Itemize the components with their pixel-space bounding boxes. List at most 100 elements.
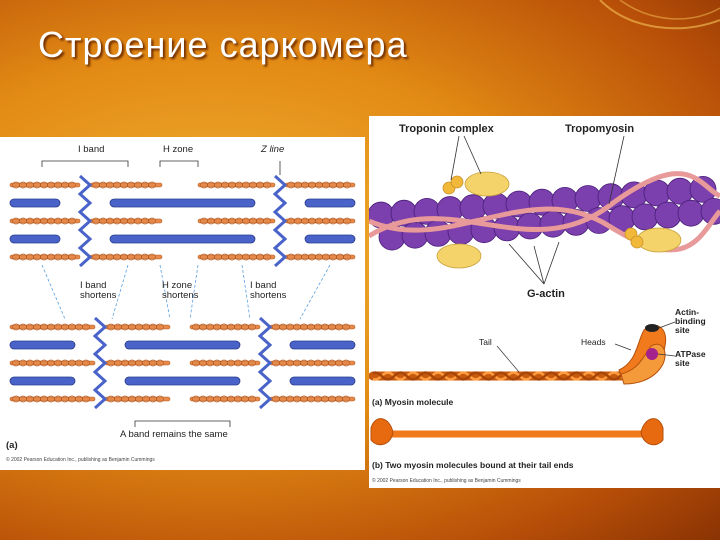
decorative-swirl (599, 0, 720, 30)
copyright-sarcomere: © 2002 Pearson Education Inc., publishin… (6, 457, 155, 463)
relaxed-thin-mid-left (89, 218, 163, 224)
contracted-thin-left-bead (82, 323, 90, 331)
g-actin-bead (401, 221, 429, 249)
label-i-band: I band (78, 144, 105, 155)
contracted-thick-right (289, 376, 356, 386)
guide-dashed-line (299, 264, 331, 320)
relaxed-thin-mid-right-bead (263, 217, 271, 225)
contracted-thin-left (9, 396, 96, 402)
contracted-thick-mid (124, 340, 241, 350)
atpase-site-marker (646, 348, 658, 360)
g-actin-bead (677, 199, 705, 227)
relaxed-thin-right-bead (343, 253, 351, 261)
leader-tail (496, 345, 520, 373)
thin-filament-panel: Troponin complex Tropomyosin G-actin (369, 116, 720, 306)
contracted-thin-mid-left-bead (156, 323, 164, 331)
g-actin-bead (631, 203, 659, 231)
contracted-thin-mid-right (189, 396, 261, 402)
label-z-line: Z line (261, 144, 285, 155)
contracted-thin-left (9, 324, 96, 330)
label-troponin-complex: Troponin complex (399, 123, 494, 135)
g-actin-bead (689, 175, 717, 203)
troponin-subunit (630, 235, 644, 249)
relaxed-thin-mid-right-bead (263, 253, 271, 261)
leader-atpase (657, 353, 676, 357)
caption-myosin-molecule: (a) Myosin molecule (372, 397, 454, 407)
g-actin-bead (424, 219, 452, 247)
g-actin-bead (539, 210, 567, 238)
relaxed-thin-left (9, 218, 81, 224)
contracted-thin-mid-right (189, 324, 261, 330)
contracted-thick-left (9, 340, 76, 350)
bracket-a-band (134, 420, 231, 427)
relaxed-thin-right (284, 218, 356, 224)
leader-actin-binding (658, 321, 676, 329)
g-actin-bead (654, 201, 682, 229)
relaxed-thin-left (9, 182, 81, 188)
contracted-thin-left-bead (82, 395, 90, 403)
leader-heads (614, 343, 632, 351)
relaxed-thin-left-bead (68, 217, 76, 225)
label-heads: Heads (581, 337, 606, 347)
relaxed-thick-mid (109, 234, 256, 244)
g-actin-bead (516, 212, 544, 240)
actin-binding-site-marker (645, 324, 659, 332)
slide-title: Строение саркомера (38, 24, 408, 65)
copyright-myosin: © 2002 Pearson Education Inc., publishin… (372, 478, 521, 484)
contracted-thick-right (289, 340, 356, 350)
leader-line-g-actin (533, 245, 545, 285)
troponin-complex (464, 171, 510, 197)
relaxed-thin-mid-right-bead (263, 181, 271, 189)
troponin-subunit (450, 175, 464, 189)
label-tropomyosin: Tropomyosin (565, 123, 635, 135)
contracted-thin-mid-left-bead (156, 395, 164, 403)
caption-two-myosin-molecules: (b) Two myosin molecules bound at their … (372, 460, 574, 470)
sarcomere-diagram (9, 160, 356, 427)
relaxed-thin-left (9, 254, 81, 260)
contracted-thick-left (9, 376, 76, 386)
contracted-thin-right-bead (342, 359, 350, 367)
relaxed-thin-mid-left-bead (148, 181, 156, 189)
myosin-pair-head-left (370, 418, 394, 446)
relaxed-z-line-left (77, 174, 93, 268)
relaxed-z-line-right (272, 174, 288, 268)
tropomyosin-strand (369, 206, 720, 253)
relaxed-thin-mid-left (89, 254, 163, 260)
contracted-thin-mid-right-bead (248, 359, 256, 367)
myosin-diagram (369, 321, 676, 446)
relaxed-thin-right (284, 254, 356, 260)
guide-dashed-line (189, 264, 199, 320)
contracted-thick-mid (124, 376, 241, 386)
leader-line-g-actin (508, 243, 545, 285)
contracted-thin-left-bead (82, 359, 90, 367)
relaxed-thick-left (9, 198, 61, 208)
relaxed-thick-right (304, 198, 356, 208)
relaxed-thick-mid (109, 198, 256, 208)
contracted-thin-mid-left-bead (156, 359, 164, 367)
relaxed-thin-left-bead (68, 253, 76, 261)
relaxed-thin-right-bead (343, 217, 351, 225)
contracted-thin-left (9, 360, 96, 366)
relaxed-thin-right (284, 182, 356, 188)
myosin-tail-strand (372, 371, 624, 381)
relaxed-thin-mid-left-bead (148, 217, 156, 225)
thin-filament-diagram (369, 135, 720, 285)
guide-dashed-line (111, 264, 129, 320)
myosin-tail-strand (372, 371, 624, 381)
bracket-h-zone (159, 160, 199, 167)
contracted-thin-right-bead (342, 395, 350, 403)
contracted-z-line-left (92, 316, 108, 410)
bracket-i-band (41, 160, 129, 167)
relaxed-thin-mid-left (89, 182, 163, 188)
contracted-thin-mid-right-bead (248, 323, 256, 331)
leader-line (463, 135, 482, 175)
relaxed-thin-right-bead (343, 181, 351, 189)
leader-line (450, 135, 460, 181)
relaxed-thin-left-bead (68, 181, 76, 189)
